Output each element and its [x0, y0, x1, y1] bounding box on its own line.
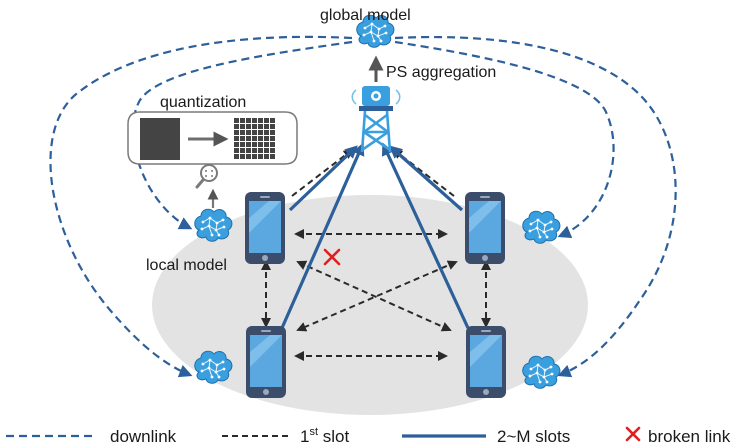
phone-icon: [465, 192, 505, 264]
quantized-cell: [252, 154, 257, 159]
legend: downlink 1st slot 2~M slots broken link: [6, 426, 731, 446]
tower-icon: [351, 86, 401, 153]
phone-icon: [246, 326, 286, 398]
brain-icon: [194, 208, 233, 242]
quantized-cell: [270, 124, 275, 129]
quantized-cell: [258, 154, 263, 159]
quantized-cell: [240, 148, 245, 153]
quantized-cell: [270, 142, 275, 147]
phone-icon: [466, 326, 506, 398]
quantized-cell: [264, 124, 269, 129]
quantized-cell: [252, 118, 257, 123]
quantized-cell: [264, 154, 269, 159]
quantized-cell: [264, 136, 269, 141]
legend-first-slot: 1st slot: [300, 426, 349, 446]
quantized-cell: [234, 148, 239, 153]
quantized-cell: [252, 136, 257, 141]
ps-aggregation-label: PS aggregation: [386, 64, 496, 81]
quantized-cell: [270, 148, 275, 153]
quantized-cell: [246, 136, 251, 141]
quantized-cell: [246, 154, 251, 159]
quantized-cell: [240, 154, 245, 159]
quantized-cell: [240, 124, 245, 129]
quantized-cell: [270, 130, 275, 135]
quantization-panel: [127, 111, 298, 165]
quantized-cell: [240, 118, 245, 123]
quantized-cell: [252, 130, 257, 135]
quantized-cell: [270, 136, 275, 141]
downlink-arrows: [49, 35, 677, 378]
cross-icon: [323, 248, 341, 266]
quantized-cell: [264, 148, 269, 153]
quantized-cell: [252, 148, 257, 153]
quantized-cell: [270, 118, 275, 123]
quantized-cell: [234, 130, 239, 135]
quantized-cell: [264, 118, 269, 123]
quantized-cell: [246, 142, 251, 147]
quantized-cell: [234, 118, 239, 123]
quantized-cell: [234, 124, 239, 129]
quantized-cell: [264, 142, 269, 147]
raw-weights-block: [140, 118, 180, 160]
quantized-cell: [258, 142, 263, 147]
local-model-label: local model: [146, 257, 227, 274]
quantization-label: quantization: [160, 94, 246, 111]
m-slot-uplinks: [280, 142, 470, 329]
quantized-cell: [264, 130, 269, 135]
legend-m-slots: 2~M slots: [497, 427, 570, 446]
quantized-cell: [246, 130, 251, 135]
legend-broken-link: broken link: [648, 427, 731, 446]
brain-icon: [522, 210, 561, 244]
quantized-cell: [258, 118, 263, 123]
quantized-cell: [240, 130, 245, 135]
quantized-cell: [258, 136, 263, 141]
quantized-cell: [240, 142, 245, 147]
quantized-cell: [246, 118, 251, 123]
quantized-cell: [270, 154, 275, 159]
legend-cross-icon: [625, 426, 641, 442]
quantized-cell: [234, 136, 239, 141]
magnifier-icon: [195, 164, 218, 189]
quantized-cell: [234, 142, 239, 147]
quantized-cell: [252, 142, 257, 147]
quantized-cell: [240, 136, 245, 141]
quantized-cell: [252, 124, 257, 129]
phone-icon: [245, 192, 285, 264]
legend-downlink: downlink: [110, 427, 177, 446]
quantized-cell: [246, 124, 251, 129]
quantized-cell: [258, 148, 263, 153]
quantized-grid: [234, 118, 275, 159]
quantized-cell: [246, 148, 251, 153]
quantized-cell: [258, 130, 263, 135]
quantized-cell: [258, 124, 263, 129]
quantized-cell: [234, 154, 239, 159]
global-model-label: global model: [320, 7, 411, 24]
